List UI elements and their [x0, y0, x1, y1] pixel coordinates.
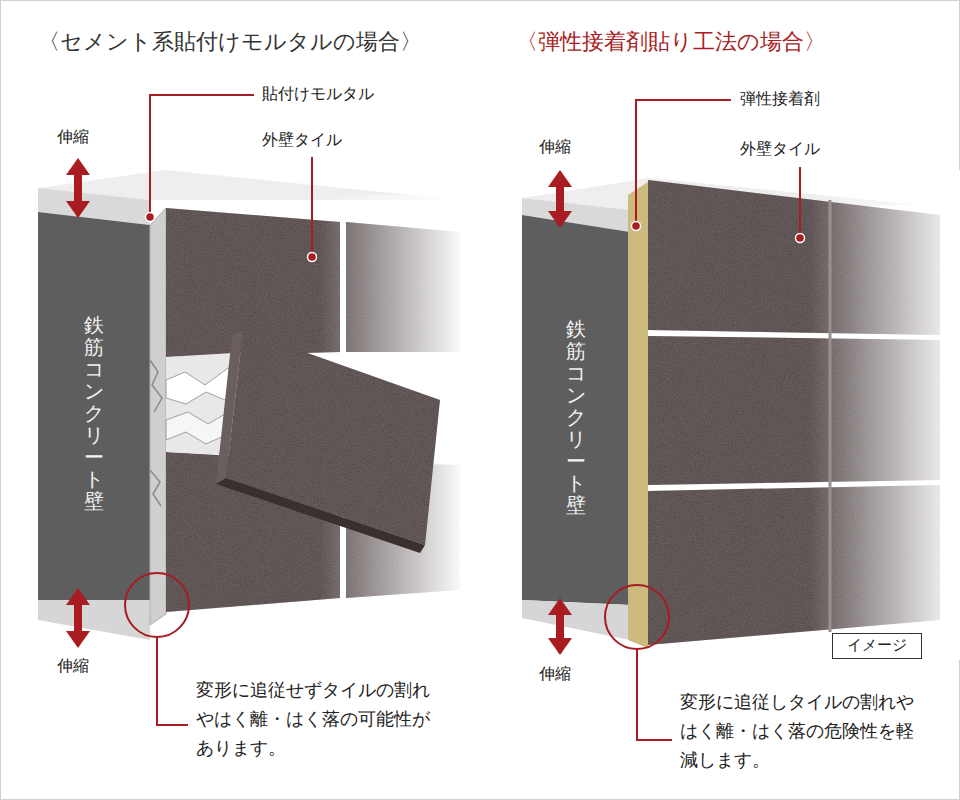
concrete-wall: 鉄筋コンクリート壁: [38, 225, 150, 600]
stretch-label: 伸縮: [539, 137, 571, 158]
section-heading: 〈セメント系貼付けモルタルの場合〉: [38, 28, 422, 57]
concrete-wall: 鉄筋コンクリート壁: [522, 232, 630, 602]
note-text: 変形に追従しタイルの割れやはく離・はく落の危険性を軽減します。: [680, 688, 918, 774]
stretch-label: 伸縮: [57, 656, 89, 677]
mortar-illustration: [38, 170, 465, 640]
leader-dots: [146, 213, 805, 262]
part-label: 弾性接着剤: [740, 89, 820, 110]
stretch-label: 伸縮: [57, 127, 89, 148]
part-label: 外壁タイル: [262, 130, 342, 151]
section-heading: 〈弾性接着剤貼り工法の場合〉: [516, 28, 826, 57]
image-note: イメージ: [847, 636, 907, 656]
image-tag: イメージ: [832, 633, 922, 659]
wall-label: 鉄筋コンクリート壁: [566, 318, 586, 516]
stretch-label: 伸縮: [539, 664, 571, 685]
stretch-arrows: [66, 158, 572, 655]
wall-label: 鉄筋コンクリート壁: [84, 314, 104, 512]
part-label: 貼付けモルタル: [262, 84, 374, 105]
part-label: 外壁タイル: [740, 139, 820, 160]
leader-lines: [125, 95, 800, 740]
note-text: 変形に追従せずタイルの割れやはく離・はく落の可能性があります。: [196, 676, 434, 762]
adhesive-illustration: [522, 170, 960, 660]
